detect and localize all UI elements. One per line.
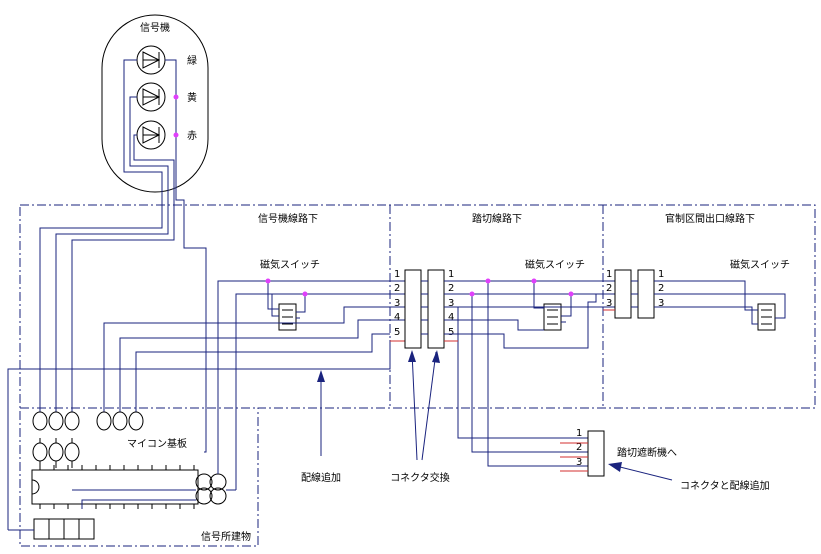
crossing-gate-connector: 1 2 3 踏切遮断機へ [576, 428, 677, 477]
terminal-icon [64, 442, 80, 462]
terminal-icon [32, 442, 48, 462]
annotation-connector-and-wiring-text: コネクタと配線追加 [680, 479, 770, 492]
junction-dot [469, 291, 475, 297]
transistor-icon [209, 487, 227, 505]
area-label-building: 信号所建物 [201, 530, 251, 543]
terminal-icon [48, 442, 64, 462]
svg-text:2: 2 [394, 283, 400, 294]
svg-text:1: 1 [576, 428, 582, 439]
arrow-up-icon [432, 350, 440, 363]
connector-right [637, 269, 655, 319]
connector-left [614, 269, 632, 319]
svg-text:3: 3 [576, 457, 582, 468]
signal-wiring [39, 59, 207, 453]
junction-dot [265, 278, 271, 284]
svg-text:2: 2 [606, 283, 612, 294]
arrow-up-icon [408, 350, 416, 362]
pin-labels-kansei-left: 1 2 3 [606, 269, 612, 309]
svg-text:4: 4 [448, 312, 454, 323]
svg-text:3: 3 [606, 298, 612, 309]
terminal-row-top [32, 411, 144, 431]
area-boundaries [19, 204, 816, 547]
junction-dot [531, 278, 537, 284]
annotation-connector-and-wiring: コネクタと配線追加 [608, 462, 770, 492]
label-yellow: 黄 [187, 91, 197, 104]
junction-dot [173, 132, 179, 138]
terminal-icon [128, 411, 144, 431]
junction-dot [568, 291, 574, 297]
area-label-signal-line: 信号機線路下 [258, 212, 318, 225]
area-label-kansei-line: 官制区間出口線路下 [665, 212, 755, 225]
pin-labels-left: 1 2 3 4 5 [394, 269, 400, 338]
svg-text:2: 2 [658, 283, 664, 294]
svg-text:5: 5 [394, 327, 400, 338]
connector-left [404, 269, 422, 349]
left-section-wiring [7, 280, 405, 530]
magnetic-switch-label-2: 磁気スイッチ [525, 258, 585, 271]
connector-right [427, 269, 445, 349]
svg-text:1: 1 [606, 269, 612, 280]
svg-text:1: 1 [448, 269, 454, 280]
annotation-connector-swap: コネクタ交換 [390, 350, 450, 484]
mcu-board-label: マイコン基板 [127, 437, 187, 450]
terminal-block-bottom [33, 518, 95, 540]
svg-text:3: 3 [448, 298, 454, 309]
terminal-icon [48, 411, 64, 431]
connector-pair-crossing [404, 269, 445, 349]
annotation-connector-swap-text: コネクタ交換 [390, 471, 450, 484]
arrow-left-icon [608, 462, 622, 472]
junction-dot [302, 291, 308, 297]
magnetic-switch-3 [757, 303, 776, 331]
arrow-up-icon [317, 370, 325, 382]
transistor-group [195, 473, 227, 505]
signal-head: 信号機 緑 黄 赤 [101, 14, 209, 193]
terminal-row-lower [32, 438, 80, 468]
svg-text:5: 5 [448, 327, 454, 338]
svg-text:1: 1 [658, 269, 664, 280]
svg-text:3: 3 [658, 298, 664, 309]
building-wiring [8, 451, 236, 531]
mcu-chip [31, 465, 199, 509]
terminal-icon [96, 411, 112, 431]
annotation-wiring-added-text: 配線追加 [301, 471, 341, 484]
svg-text:3: 3 [394, 298, 400, 309]
pin-labels-right: 1 2 3 4 5 [448, 269, 454, 338]
magnetic-switch-label-1: 磁気スイッチ [260, 258, 320, 271]
svg-text:2: 2 [448, 283, 454, 294]
svg-text:2: 2 [576, 442, 582, 453]
area-label-crossing-line: 踏切線路下 [472, 212, 522, 225]
terminal-icon [32, 411, 48, 431]
magnetic-switch-1 [278, 303, 297, 331]
kansei-section-wiring [631, 280, 786, 325]
outer-boundary [19, 204, 816, 547]
label-red: 赤 [187, 130, 197, 142]
pin-labels-kansei-right: 1 2 3 [658, 269, 664, 309]
terminal-icon [64, 411, 80, 431]
annotation-wiring-added: 配線追加 [301, 370, 341, 484]
label-green: 緑 [187, 54, 197, 67]
svg-text:4: 4 [394, 312, 400, 323]
terminal-icon [112, 411, 128, 431]
svg-text:1: 1 [394, 269, 400, 280]
magnetic-switch-2 [543, 303, 562, 331]
magnetic-switch-label-3: 磁気スイッチ [730, 258, 790, 271]
transistor-icon [195, 487, 213, 505]
junction-dot [485, 278, 491, 284]
signal-housing [101, 14, 209, 193]
junction-dot [173, 94, 179, 100]
signal-title: 信号機 [140, 21, 170, 34]
to-crossing-label: 踏切遮断機へ [617, 446, 677, 459]
transistor-icon [195, 473, 213, 491]
